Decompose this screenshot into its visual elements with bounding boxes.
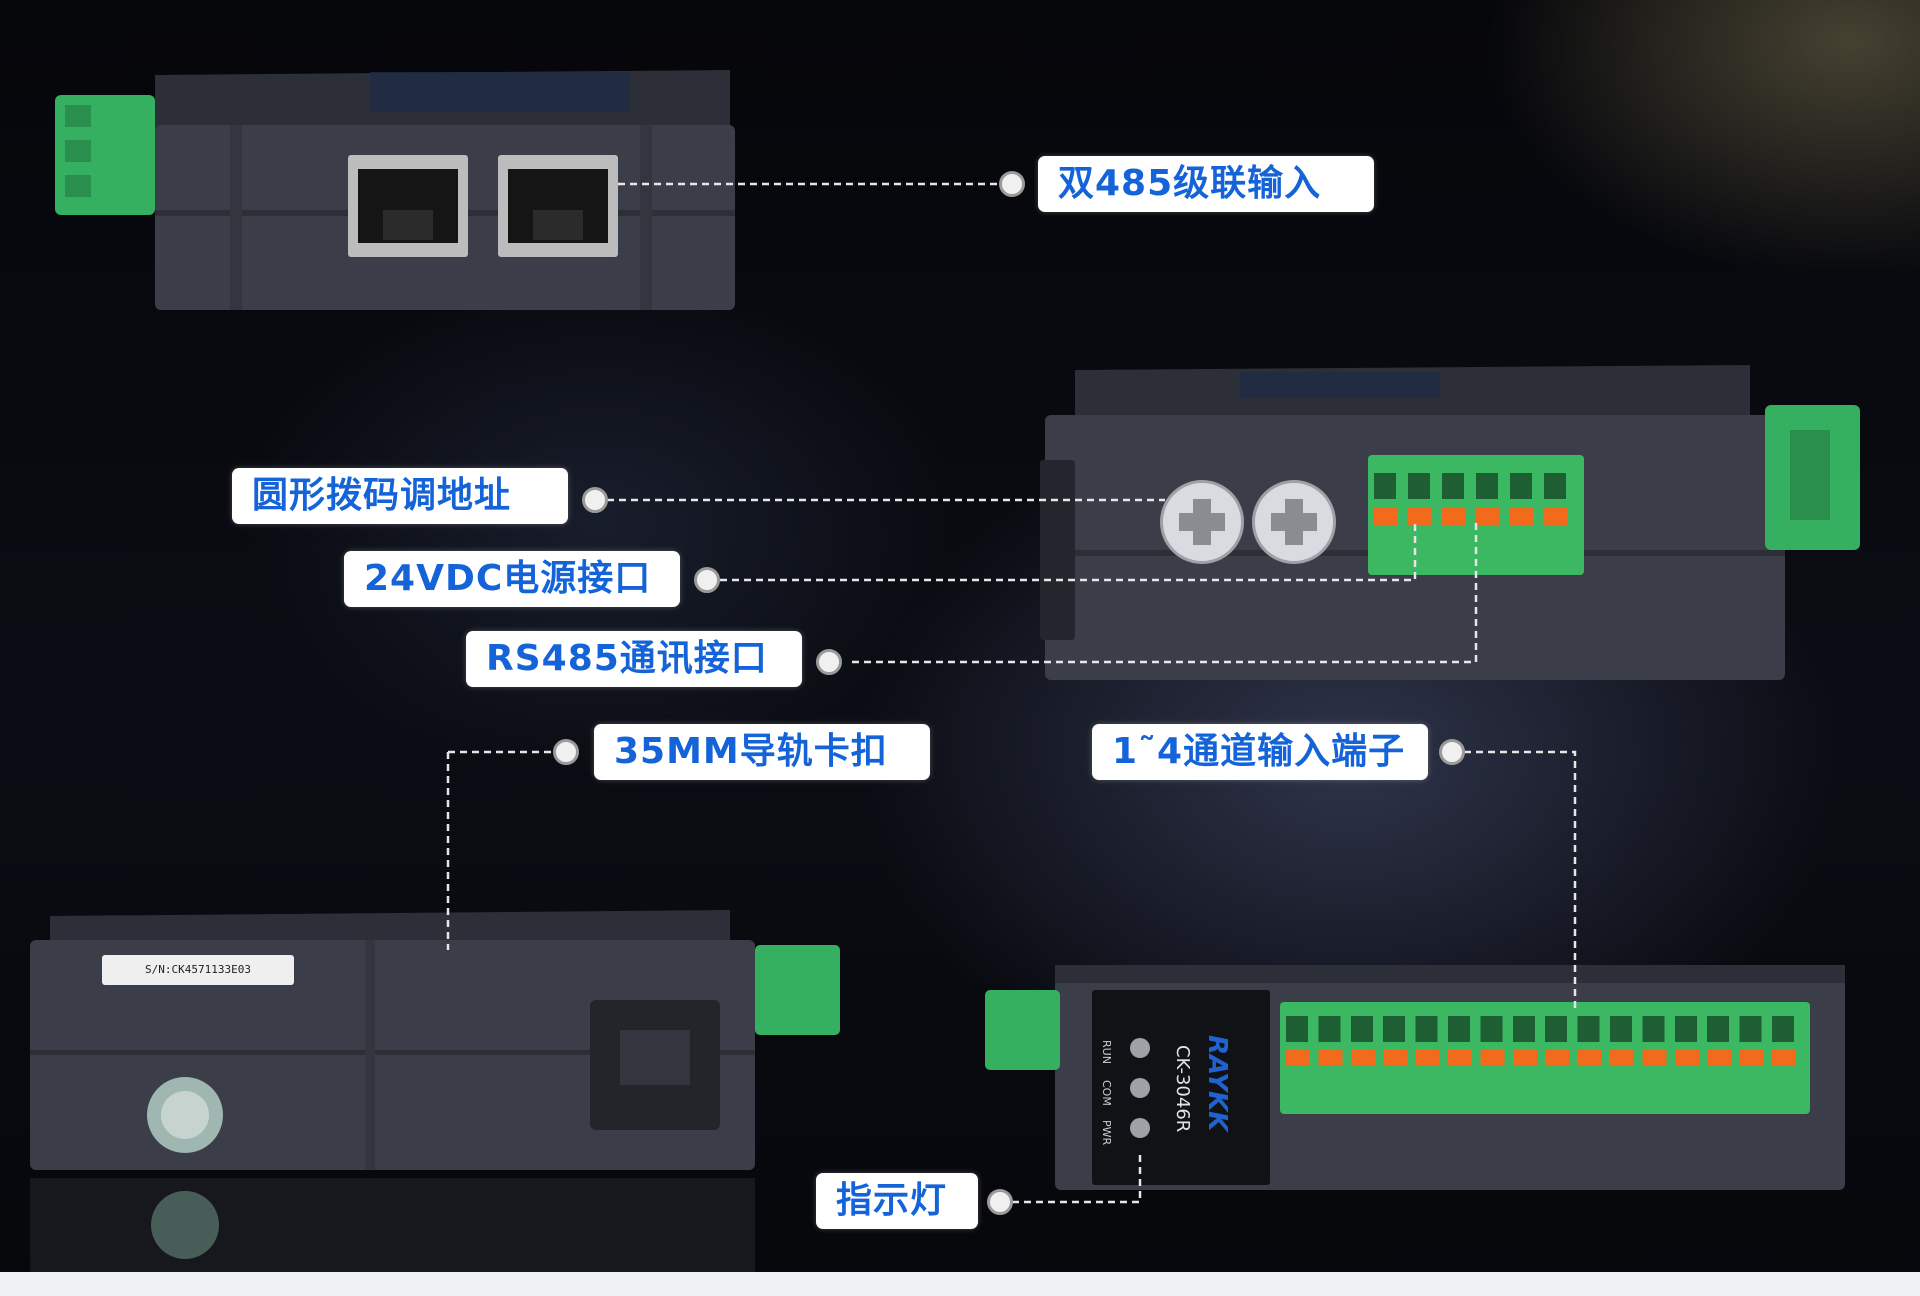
- led-label-pwr: PWR: [1100, 1120, 1113, 1146]
- led-run: [1130, 1038, 1150, 1058]
- serial-number-label: S/N:CK4571133E03: [102, 955, 294, 985]
- power-rs485-terminal: [1368, 455, 1584, 575]
- rotary-dial-1: [1160, 480, 1244, 564]
- callout-input-terminals: 1˜4通道输入端子: [1092, 724, 1428, 780]
- input-terminal-block: [1280, 1002, 1810, 1114]
- callout-rotary-dip: 圆形拨码调地址: [232, 468, 568, 524]
- rj45-port-left: [348, 155, 468, 257]
- bottom-strip: [0, 1272, 1920, 1296]
- callout-indicator: 指示灯: [816, 1173, 978, 1229]
- callout-dot-power-24vdc: [694, 567, 720, 593]
- led-label-com: COM: [1100, 1080, 1113, 1106]
- callout-dot-dual-485: [999, 171, 1025, 197]
- callout-dot-input-terminals: [1439, 739, 1465, 765]
- front-panel: RUN COM PWR RAYKK CK-3046R: [1092, 990, 1270, 1185]
- callout-rs485-port: RS485通讯接口: [466, 631, 802, 687]
- led-com: [1130, 1078, 1150, 1098]
- led-label-run: RUN: [1100, 1040, 1113, 1064]
- model-label: CK-3046R: [1172, 1045, 1193, 1133]
- device-front-terminal-view: RUN COM PWR RAYKK CK-3046R: [985, 955, 1865, 1205]
- callout-din-rail: 35MM导轨卡扣: [594, 724, 930, 780]
- device-din-rail-view: S/N:CK4571133E03: [30, 910, 850, 1280]
- callout-dot-din-rail: [553, 739, 579, 765]
- callout-dual-485-input: 双485级联输入: [1038, 156, 1374, 212]
- callout-dot-indicator: [987, 1189, 1013, 1215]
- brand-logo: RAYKK: [1202, 1035, 1232, 1132]
- callout-dot-rotary-dip: [582, 487, 608, 513]
- callout-dot-rs485-port: [816, 649, 842, 675]
- callout-power-24vdc: 24VDC电源接口: [344, 551, 680, 607]
- device-top-rj45-view: [40, 50, 740, 330]
- rotary-dial-2: [1252, 480, 1336, 564]
- led-pwr: [1130, 1118, 1150, 1138]
- rj45-port-right: [498, 155, 618, 257]
